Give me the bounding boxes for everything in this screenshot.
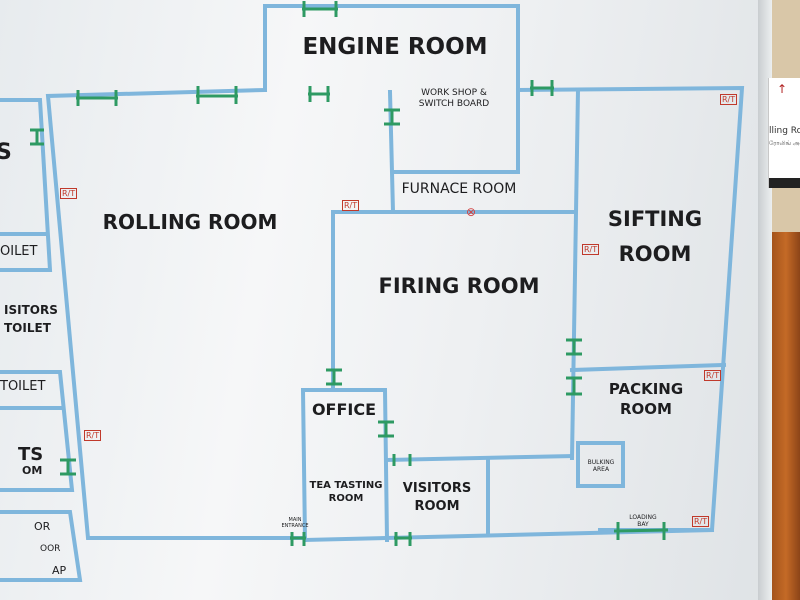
loading-bay-label: LOADING BAY: [629, 514, 657, 529]
floor-plan-walls: [0, 1, 745, 582]
rt-marker-sifting: R/T: [582, 244, 600, 255]
rolling-room-label: ROLLING ROOM: [102, 210, 278, 234]
rt-marker-engine-right: R/T: [720, 94, 738, 105]
left-toilet-mid-label: TOILET: [4, 321, 51, 335]
left-ts-label: TS: [18, 444, 44, 465]
side-note-card: ↑ lling Ro ரோலிங் அறை: [768, 78, 800, 188]
rt-marker-furnace: R/T: [342, 200, 360, 211]
visitors-room-label: VISITORS ROOM: [402, 481, 472, 515]
workshop-label: WORK SHOP & SWITCH BOARD: [418, 88, 490, 110]
wooden-panel: [772, 232, 800, 600]
left-ap-label: AP: [52, 564, 67, 577]
furnace-room-label: FURNACE ROOM: [401, 181, 517, 197]
bulking-area-label: BULKING AREA: [587, 459, 615, 474]
up-arrow-icon: ↑: [777, 82, 788, 96]
left-visitors-label: ISITORS: [4, 303, 58, 317]
note-dark-bar: [769, 178, 800, 188]
rt-marker-rolling: R/T: [60, 188, 78, 199]
rt-marker-packing: R/T: [704, 370, 722, 381]
rt-marker-left: R/T: [84, 430, 102, 441]
floor-plan-board: [0, 0, 768, 600]
furnace-marker-icon: ⊗: [466, 205, 477, 219]
note-text: lling Ro: [769, 126, 800, 136]
left-toilet-low-label: TOILET: [0, 379, 46, 394]
tea-tasting-room-label: TEA TASTING ROOM: [309, 480, 383, 504]
left-s-label: S: [0, 140, 12, 165]
office-label: OFFICE: [311, 400, 377, 419]
door-markers: [30, 1, 669, 546]
sifting-room-label: SIFTING ROOM: [607, 207, 703, 266]
wall-lines: [0, 4, 745, 582]
packing-room-label: PACKING ROOM: [608, 380, 684, 418]
left-door-label: OOR: [40, 544, 61, 554]
rt-marker-loading: R/T: [692, 516, 710, 527]
firing-room-label: FIRING ROOM: [378, 274, 540, 298]
left-or-label: OR: [34, 520, 51, 533]
left-toilet-top-label: OILET: [0, 244, 38, 259]
engine-room-label: ENGINE ROOM: [302, 34, 488, 60]
left-om-label: OM: [22, 464, 43, 477]
note-subtext: ரோலிங் அறை: [769, 140, 800, 147]
main-entrance-label: MAIN ENTRANCE: [281, 517, 309, 529]
